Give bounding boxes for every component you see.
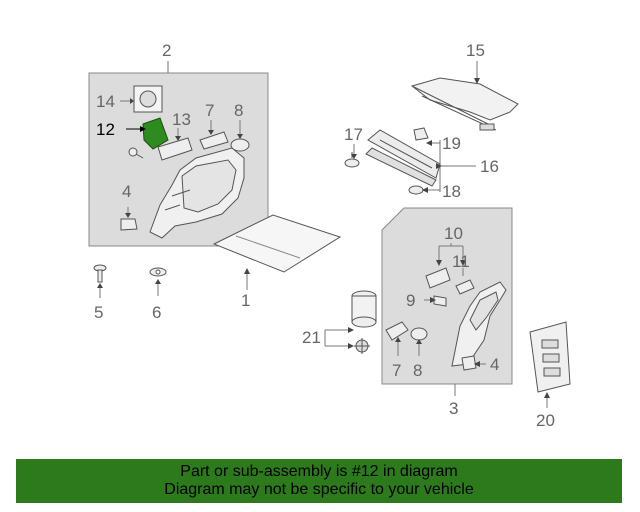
callout-7b: 7 (392, 361, 401, 380)
part-9-socket (433, 295, 447, 307)
part-8b-clip (410, 327, 428, 341)
callout-3: 3 (449, 399, 458, 418)
part-20-panel (529, 321, 571, 393)
callout-6: 6 (152, 303, 161, 322)
part-14-trim (133, 85, 163, 113)
callout-20: 20 (536, 411, 555, 430)
callout-4b: 4 (490, 355, 499, 374)
callout-8a: 8 (234, 101, 243, 120)
part-3-trim-panel (451, 281, 507, 367)
callout-13: 13 (172, 110, 191, 129)
callout-15: 15 (466, 41, 485, 60)
part-4-clip (120, 218, 138, 231)
part-7b-handle (385, 321, 409, 341)
callout-17: 17 (344, 125, 363, 144)
part-2-trim-panel (149, 147, 245, 239)
callout-2: 2 (162, 41, 171, 60)
callout-5: 5 (94, 303, 103, 322)
part-12-highlighted (142, 117, 169, 150)
banner-line-2: Diagram may not be specific to your vehi… (164, 481, 474, 498)
callout-16: 16 (480, 157, 499, 176)
part-1-mat (212, 214, 342, 273)
part-15-cover (410, 77, 519, 131)
callout-21: 21 (302, 328, 321, 347)
part-7-handle (199, 131, 229, 150)
callout-18: 18 (442, 182, 461, 201)
part-18-clip (408, 185, 424, 195)
callout-4a: 4 (122, 182, 131, 201)
callout-8b: 8 (413, 361, 422, 380)
part-5-pin (93, 264, 107, 283)
part-16-sill (365, 129, 441, 187)
callout-7a: 7 (205, 101, 214, 120)
info-banner: Part or sub-assembly is #12 in diagram D… (16, 459, 622, 503)
callout-arrows (97, 78, 550, 398)
callout-1: 1 (241, 291, 250, 310)
part-10-bracket (425, 267, 451, 289)
callout-9: 9 (406, 291, 415, 310)
callout-10: 10 (444, 224, 463, 243)
part-bolt (128, 147, 144, 159)
callout-14: 14 (96, 92, 115, 111)
part-6-clip (149, 267, 167, 277)
callout-19: 19 (442, 134, 461, 153)
part-17-clip (344, 152, 360, 168)
part-11-lamp (455, 279, 475, 295)
part-4b-cap (461, 355, 477, 371)
callout-11: 11 (452, 252, 470, 271)
parts-diagram: 2 14 12 13 7 8 4 15 17 19 16 18 10 11 9 … (88, 41, 571, 430)
part-19-hook (413, 127, 429, 141)
part-21-jack (351, 290, 377, 354)
banner-line-1: Part or sub-assembly is #12 in diagram (180, 463, 458, 480)
callout-12: 12 (96, 120, 115, 139)
